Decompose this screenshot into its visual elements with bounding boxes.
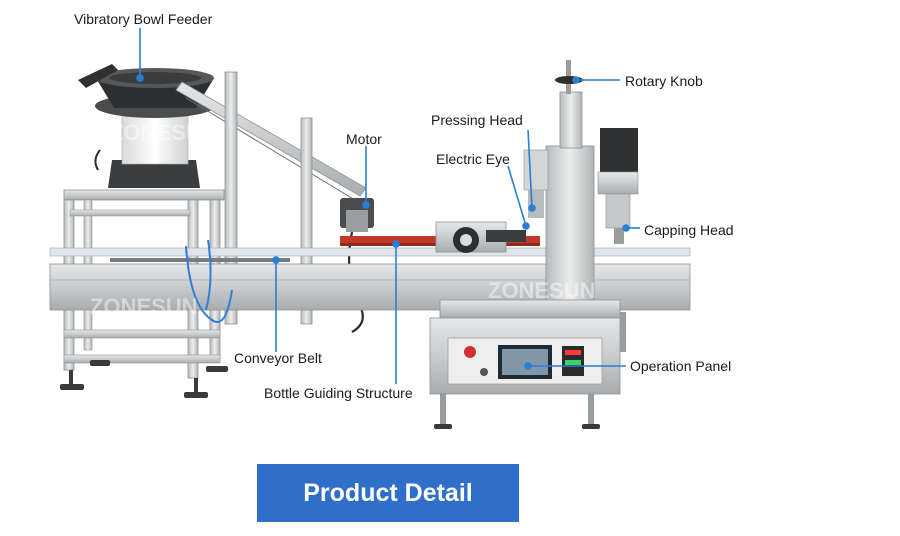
label-conveyor-belt: Conveyor Belt (234, 350, 322, 366)
label-capping-head: Capping Head (644, 222, 734, 238)
label-motor: Motor (346, 131, 382, 147)
label-vibratory-bowl-feeder: Vibratory Bowl Feeder (74, 11, 213, 27)
roller-unit (435, 221, 526, 253)
capping-tower (523, 60, 639, 325)
watermark-3: ZONESUN (110, 120, 218, 145)
vibratory-bowl (78, 64, 215, 188)
label-bottle-guiding-structure: Bottle Guiding Structure (264, 385, 413, 401)
watermark-2: ZONESUN (488, 278, 596, 303)
label-rotary-knob: Rotary Knob (625, 73, 703, 89)
watermark-1: ZONESUN (90, 294, 198, 319)
machine-base (429, 299, 626, 429)
product-detail-button[interactable]: Product Detail (257, 464, 519, 522)
label-electric-eye: Electric Eye (436, 151, 510, 167)
callout-lines (136, 28, 640, 384)
cap-chute (175, 81, 367, 201)
label-pressing-head: Pressing Head (431, 112, 523, 128)
label-operation-panel: Operation Panel (630, 358, 732, 374)
